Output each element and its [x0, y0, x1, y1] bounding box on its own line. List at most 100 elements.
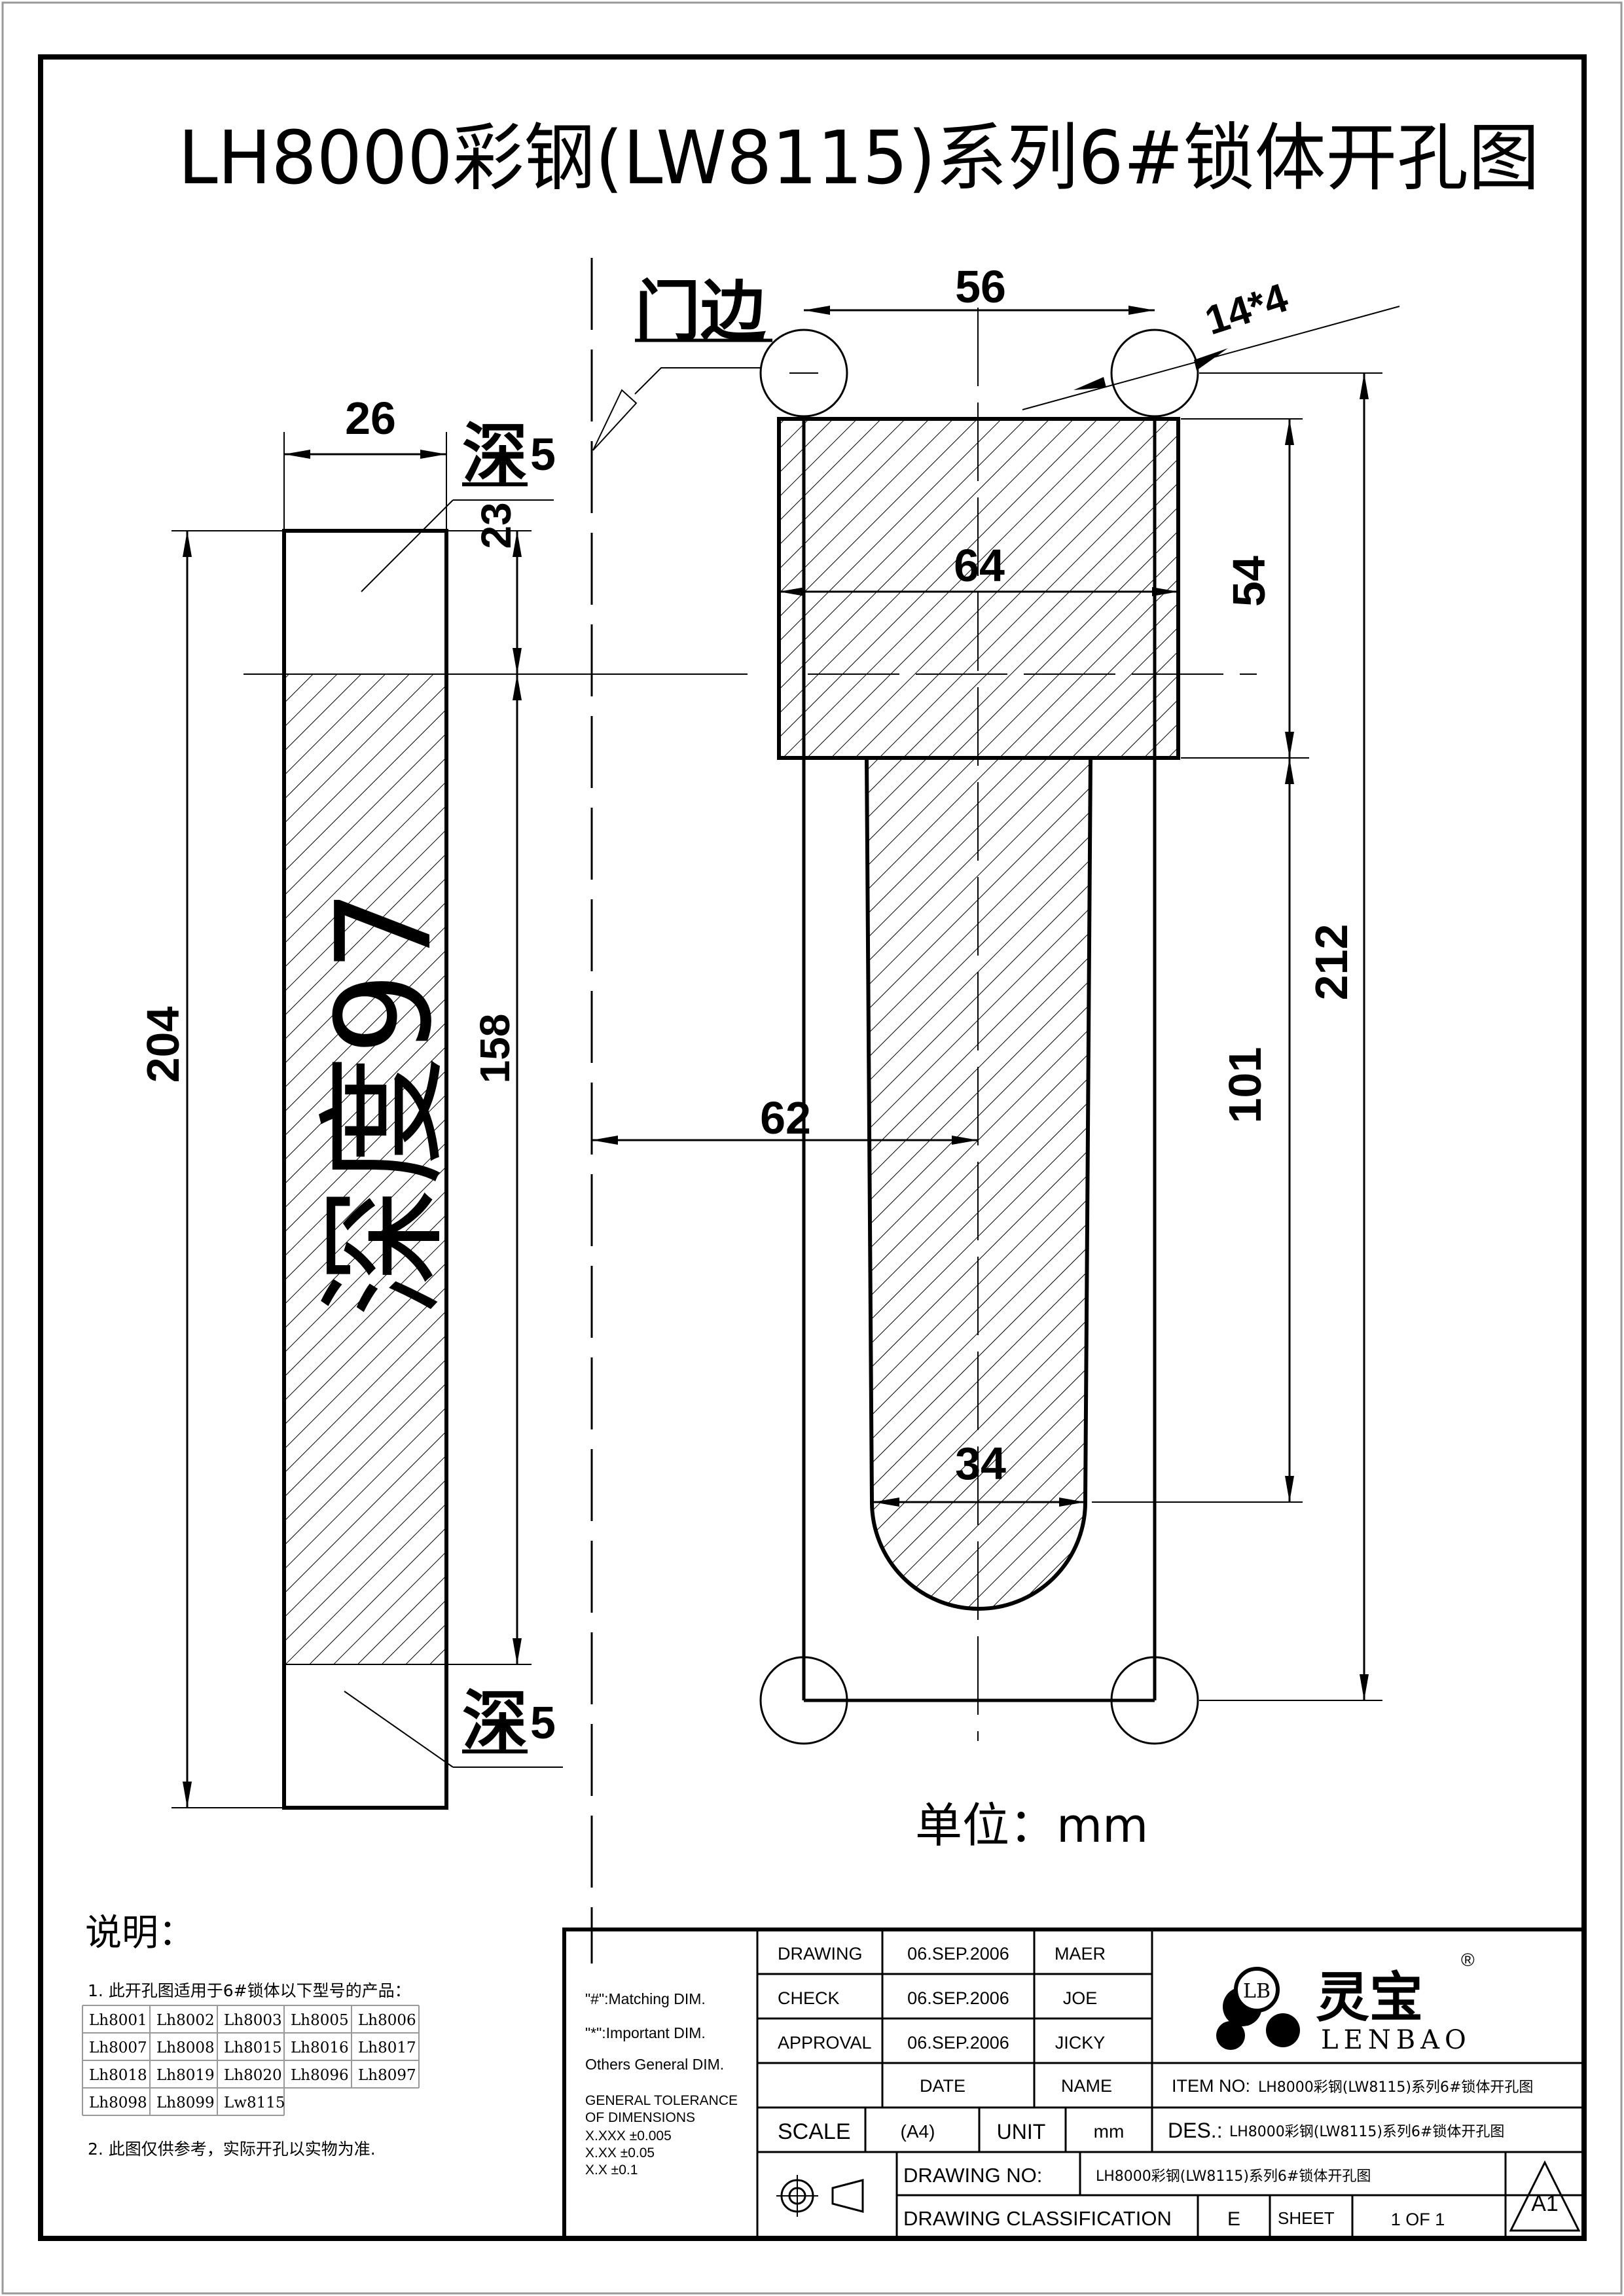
title-block-grid	[756, 1929, 1584, 2238]
logo-mark: LB	[1243, 1980, 1271, 2003]
depth5-top-leader	[361, 499, 454, 592]
row-check-name: JOE	[1063, 1988, 1098, 2008]
scale-value: (A4)	[901, 2121, 935, 2142]
unit-label: 单位：mm	[915, 1798, 1148, 1853]
classification-value: E	[1227, 2208, 1240, 2230]
name-column-head: NAME	[1061, 2076, 1112, 2096]
classification-label: DRAWING CLASSIFICATION	[903, 2207, 1172, 2230]
dim-62: 62	[760, 1092, 811, 1143]
legend-important: "*":Important DIM.	[585, 2024, 706, 2041]
dim-212: 212	[1306, 924, 1357, 1001]
model-cell: Lh8007	[89, 2039, 147, 2056]
title-block-frame	[562, 1928, 1586, 2240]
row-check-date: 06.SEP.2006	[907, 1988, 1009, 2008]
item-no-value: LH8000彩钢(LW8115)系列6#锁体开孔图	[1258, 2079, 1533, 2096]
depth5-bottom-num: 5	[530, 1697, 556, 1748]
tolerance-x: X.X ±0.1	[585, 2162, 638, 2178]
dim-34: 34	[955, 1438, 1006, 1489]
legend-matching: "#":Matching DIM.	[585, 1990, 706, 2007]
side-view: 26 204 23 158 深度97 深 5 深 5	[137, 393, 748, 1810]
logo-circle-right	[1266, 2013, 1300, 2047]
legend-general: Others General DIM.	[585, 2056, 724, 2073]
projection-cone	[831, 2179, 864, 2213]
title-block: "#":Matching DIM. "*":Important DIM. Oth…	[562, 1928, 1586, 2240]
dim-56: 56	[955, 261, 1006, 312]
dim-14x4: 14*4	[1200, 275, 1293, 344]
logo-chinese: 灵宝	[1316, 1967, 1423, 2029]
model-cell: Lh8008	[156, 2039, 215, 2056]
front-view: 56 14*4 64 54 101 212 62 34	[592, 261, 1400, 1745]
sheet-size: A1	[1531, 2191, 1559, 2216]
dim-101: 101	[1219, 1047, 1271, 1124]
row-approval-label: APPROVAL	[778, 2033, 872, 2053]
projection-symbol-icon	[776, 2175, 864, 2217]
dim-23: 23	[473, 502, 520, 548]
item-no-label: ITEM NO:	[1172, 2076, 1250, 2096]
door-edge-leader	[634, 367, 766, 395]
notes-line1: 1. 此开孔图适用于6#锁体以下型号的产品：	[88, 1981, 411, 2000]
screw-hole-bottom-right	[1110, 1656, 1199, 1745]
sheet-size-triangle	[1509, 2160, 1581, 2232]
logo-circle-main	[1234, 1967, 1280, 2013]
row-drawing-date: 06.SEP.2006	[907, 1944, 1009, 1964]
notes-line2: 2. 此图仅供参考，实际开孔以实物为准.	[88, 2140, 376, 2159]
logo-english: LENBAO	[1321, 2025, 1471, 2055]
dim-26: 26	[345, 393, 396, 444]
lenbao-logo: LB 灵宝 ® LENBAO	[1216, 1950, 1475, 2055]
model-cell: Lh8018	[89, 2067, 147, 2084]
tolerance-xxx: X.XXX ±0.005	[585, 2128, 672, 2144]
screw-hole-bottom-left	[759, 1656, 848, 1745]
model-cell: Lh8003	[224, 2012, 282, 2029]
depth-97-label: 深度97	[308, 889, 461, 1318]
side-outline	[282, 529, 448, 1810]
dim-64: 64	[954, 540, 1005, 591]
drawing-no-label: DRAWING NO:	[903, 2164, 1042, 2187]
unit-title-value: mm	[1094, 2121, 1125, 2142]
depth5-bottom-char: 深	[462, 1683, 528, 1759]
sheet-label: SHEET	[1278, 2208, 1335, 2228]
model-cell: Lh8097	[358, 2067, 416, 2084]
model-cell: Lh8016	[291, 2039, 349, 2056]
scale-label: SCALE	[778, 2119, 851, 2144]
model-cell: Lh8017	[358, 2039, 416, 2056]
depth5-bottom-leader	[344, 1691, 454, 1768]
model-cell: Lh8096	[291, 2067, 349, 2084]
model-cell: Lh8015	[224, 2039, 282, 2056]
side-hatched-slot	[284, 674, 446, 1664]
depth5-top-num: 5	[530, 429, 556, 480]
notes-heading: 说明：	[85, 1912, 195, 1954]
row-approval-date: 06.SEP.2006	[907, 2033, 1009, 2053]
logo-circle-bottom	[1216, 2021, 1245, 2050]
model-cell: Lh8020	[224, 2067, 282, 2084]
door-edge-arrow	[592, 389, 638, 451]
dim-54: 54	[1223, 556, 1274, 607]
model-cell: Lh8006	[358, 2012, 416, 2029]
notes: 说明： 1. 此开孔图适用于6#锁体以下型号的产品： Lh8001 Lh8002…	[82, 1912, 420, 2159]
model-cell: Lh8005	[291, 2012, 349, 2029]
row-approval-name: JICKY	[1055, 2033, 1106, 2053]
row-check-label: CHECK	[778, 1988, 840, 2008]
unit-title-label: UNIT	[997, 2120, 1046, 2144]
dim-158: 158	[471, 1014, 518, 1084]
row-drawing-name: MAER	[1055, 1944, 1106, 1964]
tolerance-heading-2: OF DIMENSIONS	[585, 2110, 695, 2125]
door-edge-label: 门边	[635, 273, 766, 350]
dim14x4-arrow-in	[1074, 377, 1106, 390]
model-cell: Lh8002	[156, 2012, 215, 2029]
logo-registered: ®	[1461, 1950, 1475, 1970]
dim-204: 204	[137, 1007, 189, 1083]
model-cell: Lh8001	[89, 2012, 147, 2029]
dim14x4-arrow-out	[1194, 348, 1228, 370]
model-cell: Lh8019	[156, 2067, 215, 2084]
sheet-value: 1 OF 1	[1391, 2210, 1445, 2229]
row-drawing-label: DRAWING	[778, 1944, 863, 1964]
model-cell: Lw8115	[224, 2094, 285, 2111]
models-table	[82, 2005, 420, 2116]
model-cell: Lh8098	[89, 2094, 147, 2111]
drawing-no-value: LH8000彩钢(LW8115)系列6#锁体开孔图	[1096, 2168, 1371, 2185]
date-column-head: DATE	[920, 2076, 965, 2096]
des-label: DES.:	[1168, 2119, 1223, 2142]
depth5-top-char: 深	[462, 416, 528, 492]
